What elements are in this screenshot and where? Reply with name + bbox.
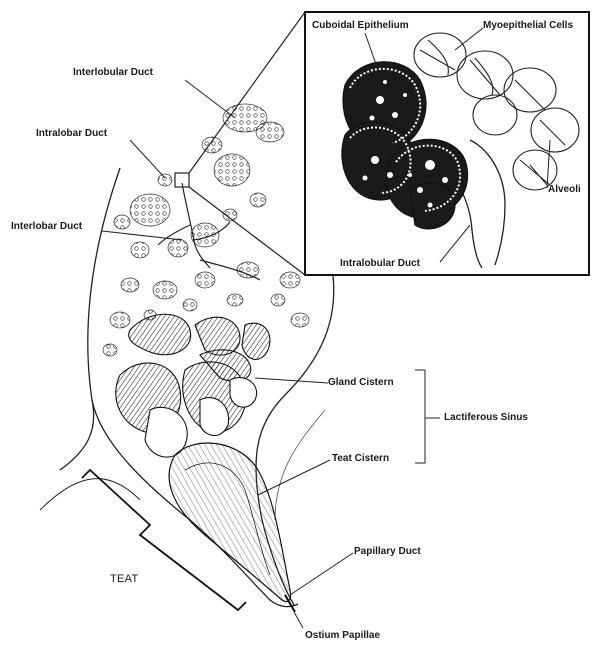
gland-cistern-chambers (116, 314, 270, 457)
label-lactiferous-sinus: Lactiferous Sinus (444, 412, 528, 424)
label-intralobar-duct: Intralobar Duct (36, 128, 107, 140)
label-gland-cistern: Gland Cistern (328, 377, 394, 389)
label-myoepithelial-cells: Myoepithelial Cells (483, 20, 573, 32)
lobule-clusters (103, 104, 309, 356)
label-papillary-duct: Papillary Duct (354, 546, 421, 558)
label-interlobular-duct: Interlobular Duct (73, 67, 153, 79)
label-teat: TEAT (110, 573, 139, 585)
label-alveoli: Alveoli (548, 184, 581, 196)
teat-cistern-shape (169, 443, 290, 602)
inset-panel (305, 12, 589, 275)
label-teat-cistern: Teat Cistern (332, 453, 389, 465)
label-intralobular-duct: Intralobular Duct (340, 258, 420, 270)
label-cuboidal-epithelium: Cuboidal Epithelium (312, 20, 409, 32)
label-ostium-papillae: Ostium Papillae (305, 630, 380, 642)
label-interlobar-duct: Interlobar Duct (11, 221, 82, 233)
